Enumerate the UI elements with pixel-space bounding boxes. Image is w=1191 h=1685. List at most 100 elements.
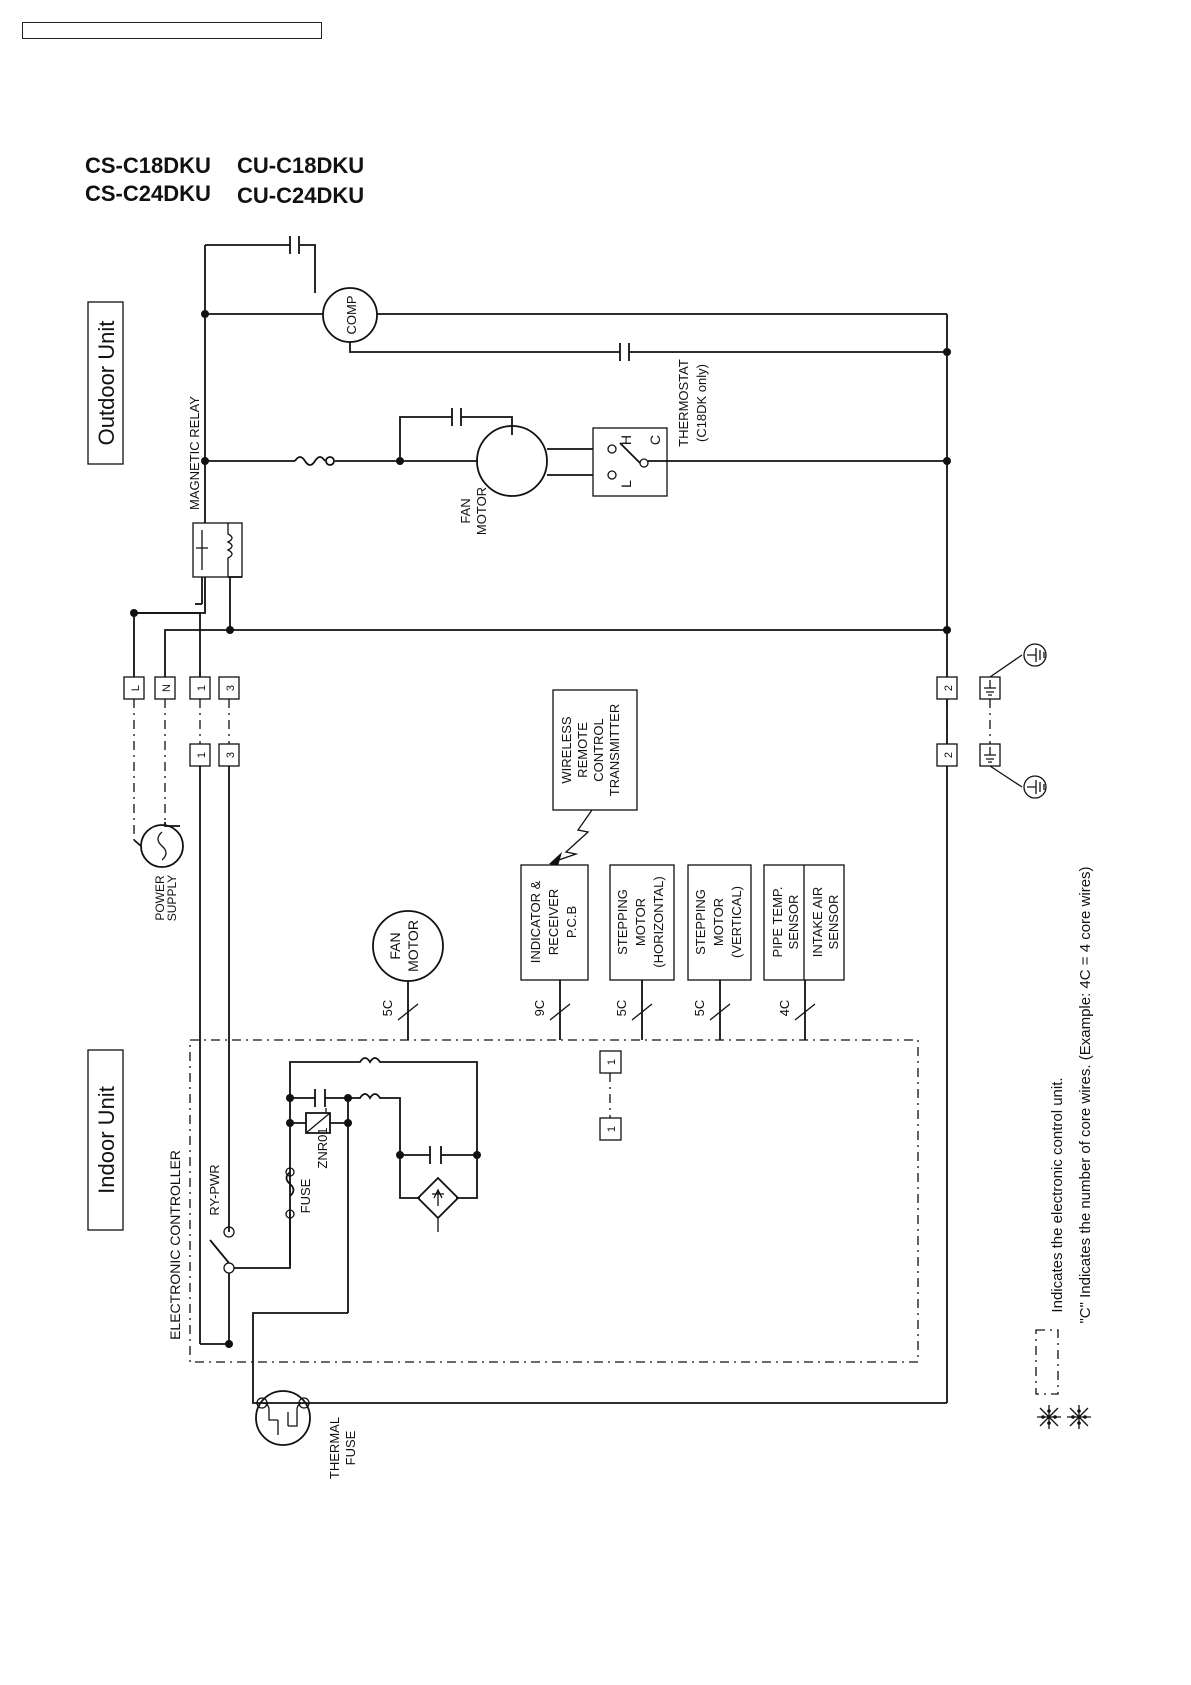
stepping-motor-vertical: STEPPING MOTOR (VERTICAL) (687, 864, 752, 981)
remote-label-4: TRANSMITTER (607, 704, 622, 796)
fuse-label: FUSE (298, 1178, 313, 1213)
svg-text:3: 3 (225, 685, 237, 691)
wire-neutral-return (252, 1392, 947, 1404)
reference-mark-icon (1037, 1405, 1061, 1429)
svg-text:(HORIZONTAL): (HORIZONTAL) (651, 876, 666, 967)
core-4c: 4C (777, 1000, 792, 1017)
znr01-symbol (305, 1112, 331, 1134)
svg-text:2: 2 (943, 685, 955, 691)
ry-pwr-contact-a (223, 1226, 235, 1238)
wireless-signal-icon (552, 809, 593, 863)
magnetic-relay-box (192, 522, 243, 578)
svg-text:INTAKE AIR: INTAKE AIR (810, 887, 825, 958)
svg-text:1: 1 (196, 685, 208, 691)
svg-text:L: L (130, 685, 142, 691)
ground-symbol-icon (979, 743, 1047, 799)
svg-text:(VERTICAL): (VERTICAL) (729, 886, 744, 958)
thermostat-box (592, 427, 668, 497)
thermal-fuse-symbol (255, 1390, 311, 1446)
terminal-L: L (123, 676, 145, 700)
power-supply-label-1: POWER (153, 875, 167, 921)
electronic-controller-label: ELECTRONIC CONTROLLER (167, 1150, 183, 1340)
terminal-1-indoor: 1 (189, 743, 211, 767)
svg-text:STEPPING: STEPPING (693, 889, 708, 955)
relay-contact (196, 530, 208, 570)
wire-fan-cap (399, 416, 513, 461)
thermostat-l: L (618, 480, 634, 488)
outdoor-fan-motor-label-2: MOTOR (474, 487, 489, 535)
wire-fuse-znr (289, 1097, 348, 1265)
core-wires (407, 980, 806, 1040)
capacitor-symbol (289, 236, 300, 254)
svg-text:Outdoor Unit: Outdoor Unit (94, 321, 119, 446)
fan-capacitor-symbol (451, 408, 462, 426)
svg-text:3: 3 (225, 752, 237, 758)
thermostat-h: H (618, 435, 634, 445)
svg-text:2: 2 (943, 752, 955, 758)
svg-text:RECEIVER: RECEIVER (546, 889, 561, 955)
svg-text:1: 1 (196, 752, 208, 758)
svg-text:MOTOR: MOTOR (711, 898, 726, 946)
thermostat-switch (619, 442, 641, 464)
ry-pwr-switch (209, 1239, 230, 1264)
core-9c: 9C (532, 1000, 547, 1017)
note-2-text: "C" Indicates the number of core wires. … (1077, 866, 1094, 1323)
wire-bridge (399, 1155, 478, 1199)
svg-text:INDICATOR &: INDICATOR & (528, 880, 543, 963)
remote-label-1: WIRELESS (559, 716, 574, 784)
ground-symbol-icon (979, 643, 1047, 700)
core-5c-h: 5C (614, 1000, 629, 1017)
temperature-sensors: PIPE TEMP. SENSOR INTAKE AIR SENSOR (763, 864, 845, 981)
remote-label-2: REMOTE (575, 722, 590, 778)
indicator-receiver-pcb: INDICATOR & RECEIVER P.C.B (520, 864, 589, 981)
wire-relay-L (133, 577, 206, 687)
model-cs-c24dku: CS-C24DKU (85, 181, 211, 206)
indoor-unit-label: Indoor Unit (87, 1049, 124, 1231)
wireless-remote-box (552, 689, 638, 811)
terminal-1-inner-b: 1 (599, 1117, 622, 1141)
wire-run-cap (349, 342, 947, 353)
note-1-text: Indicates the electronic control unit. (1049, 1077, 1066, 1312)
terminal-1-inner-a: 1 (599, 1050, 622, 1074)
thermal-fuse-label-2: FUSE (343, 1430, 358, 1465)
model-cs-c18dku: CS-C18DKU (85, 153, 211, 178)
svg-text:Indoor Unit: Indoor Unit (94, 1086, 119, 1194)
power-supply-label-2: SUPPLY (165, 875, 179, 921)
x-capacitor-symbol (314, 1089, 326, 1107)
comp-label: COMP (344, 296, 359, 335)
outdoor-unit-label: Outdoor Unit (87, 301, 124, 465)
wire-top-coil (289, 1057, 478, 1155)
indoor-fan-motor-label-1: FAN (387, 932, 403, 959)
ry-pwr-label: RY-PWR (207, 1164, 222, 1215)
core-wire-ticks (397, 1003, 816, 1021)
header-frame (22, 22, 322, 39)
wire-N (164, 629, 229, 687)
core-5c-fan: 5C (380, 1000, 395, 1017)
svg-text:SENSOR: SENSOR (786, 895, 801, 950)
svg-text:PIPE TEMP.: PIPE TEMP. (770, 886, 785, 957)
svg-text:STEPPING: STEPPING (615, 889, 630, 955)
wire-comp-cap (205, 244, 316, 293)
thermostat-label-1: THERMOSTAT (676, 359, 691, 447)
model-cu-c18dku: CU-C18DKU (237, 153, 365, 178)
terminal-3-indoor: 3 (218, 743, 240, 767)
terminal-2-indoor: 2 (936, 743, 958, 767)
smoothing-capacitor-symbol (429, 1146, 442, 1164)
outdoor-fuse-symbol (294, 456, 326, 466)
svg-text:SENSOR: SENSOR (826, 895, 841, 950)
model-cu-c24dku: CU-C24DKU (237, 183, 365, 208)
stepping-motor-horizontal: STEPPING MOTOR (HORIZONTAL) (609, 864, 675, 981)
svg-text:1: 1 (606, 1059, 618, 1065)
outdoor-fan-motor-label-1: FAN (458, 498, 473, 523)
wire-relay-coil (228, 576, 242, 630)
ry-pwr-contact-b (223, 1262, 235, 1274)
terminal-1-outdoor: 1 (189, 676, 211, 700)
thermostat-c: C (647, 435, 663, 445)
svg-text:N: N (161, 684, 173, 692)
note-ecu-symbol (1035, 1329, 1059, 1395)
svg-text:1: 1 (606, 1126, 618, 1132)
terminal-N: N (154, 676, 176, 700)
thermostat-label-2: (C18DK only) (694, 364, 709, 442)
wire-choke (348, 1093, 401, 1155)
